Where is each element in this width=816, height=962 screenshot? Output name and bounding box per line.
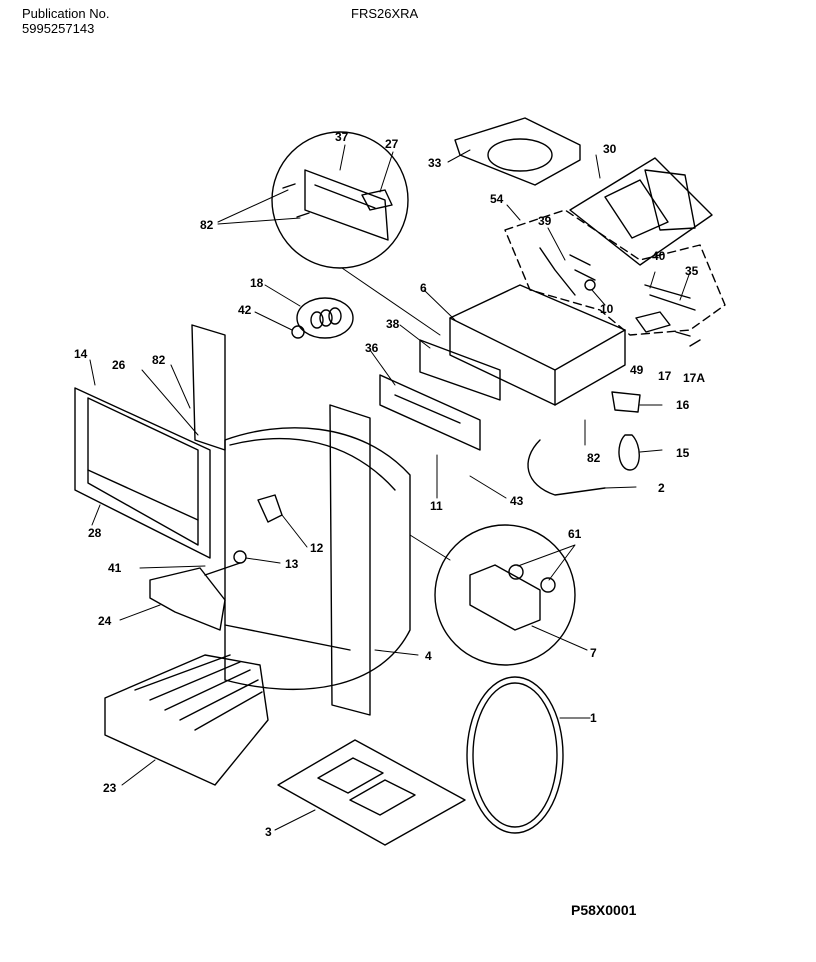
detail-circle-switch [434,524,576,666]
callout-15: 15 [676,446,690,460]
callout-17: 17 [658,369,672,383]
callout-4: 4 [425,649,432,663]
callout-42: 42 [238,303,252,317]
part-24-actuator [149,567,226,631]
callout-40: 40 [652,249,666,263]
callout-49: 49 [630,363,644,377]
part-41-screw [204,562,241,576]
callout-6: 6 [420,281,427,295]
callout-7: 7 [590,646,597,660]
part-18-spring [291,297,354,339]
part-30-housing [569,157,713,266]
part-6-control-box [379,284,626,451]
callout-12: 12 [310,541,324,555]
callout-82-top: 82 [200,218,214,232]
callout-36: 36 [365,341,379,355]
callout-1: 1 [590,711,597,725]
part-3-heater [277,739,466,846]
callout-3: 3 [265,825,272,839]
callout-26: 26 [112,358,126,372]
part-13-ring [233,550,247,564]
part-40-tube [635,284,701,347]
callout-30: 30 [603,142,617,156]
part-16-socket [611,391,641,413]
callout-28: 28 [88,526,102,540]
publication-number: 5995257143 [22,21,95,36]
callout-39: 39 [538,214,552,228]
part-39-bracket [539,247,596,296]
callout-41: 41 [108,561,122,575]
part-12-clip [257,494,283,523]
kit-outline [504,209,726,336]
callout-35: 35 [685,264,699,278]
callout-82-left: 82 [152,353,166,367]
callout-38: 38 [386,317,400,331]
callout-23: 23 [103,781,117,795]
callout-17a: 17A [683,371,705,385]
part-4-housing [224,404,411,716]
callout-2: 2 [658,481,665,495]
part-14-panel [74,387,211,559]
callout-61: 61 [568,527,582,541]
part-26-bracket [191,324,226,451]
publication-label: Publication No. [22,6,110,21]
detail-circle-top [271,131,409,269]
part-2-harness [527,439,606,496]
callout-27: 27 [385,137,399,151]
callout-24: 24 [98,614,112,628]
callout-33: 33 [428,156,442,170]
figure-code: P58X0001 [571,902,637,918]
leader-lines [89,144,691,831]
callout-13: 13 [285,557,299,571]
callout-16: 16 [676,398,690,412]
part-33-plate [454,117,581,186]
callout-10: 10 [600,302,614,316]
part-23-tray [104,654,269,786]
part-15-bulb [618,434,640,471]
callout-labels: 1 2 3 4 6 7 10 11 12 13 14 15 16 17 17A … [74,130,705,839]
callout-54: 54 [490,192,504,206]
part-1-gasket [466,676,564,834]
callout-82-right: 82 [587,451,601,465]
callout-43: 43 [510,494,524,508]
callout-14: 14 [74,347,88,361]
model-number: FRS26XRA [351,6,419,21]
callout-18: 18 [250,276,264,290]
callout-37: 37 [335,130,349,144]
callout-11: 11 [430,499,443,513]
